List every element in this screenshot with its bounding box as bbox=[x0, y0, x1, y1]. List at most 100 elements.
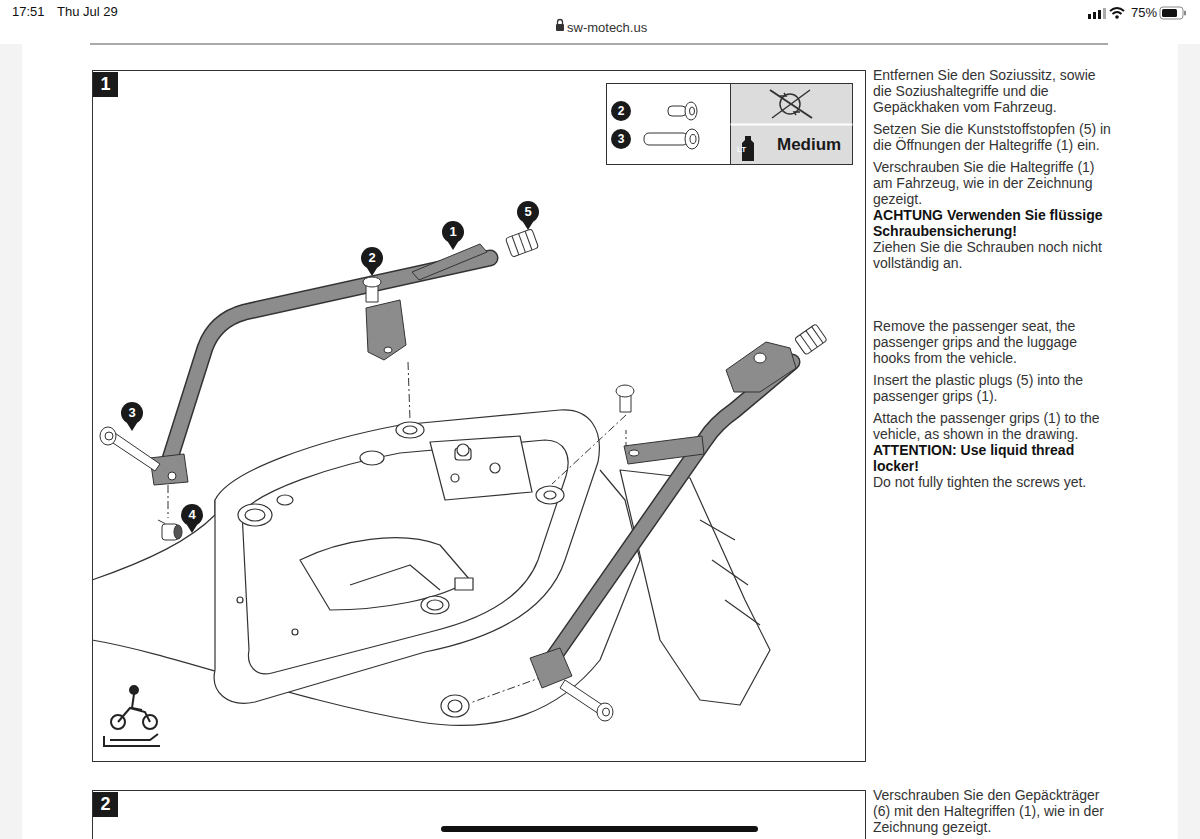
drawing-path bbox=[168, 258, 490, 465]
installation-icon bbox=[104, 686, 160, 746]
step2-instructions: Verschrauben Sie den Gepäckträger (6) mi… bbox=[873, 787, 1113, 835]
drawing-path bbox=[118, 708, 150, 722]
drawing-rect bbox=[93, 71, 866, 762]
drawing-path bbox=[168, 258, 490, 465]
drawing-path bbox=[110, 734, 158, 740]
instruction-text: Attach the passenger grips (1) to the ve… bbox=[873, 410, 1113, 442]
drawing-line bbox=[519, 234, 526, 253]
thread-locker-strength: Medium bbox=[777, 135, 841, 155]
drawing-rect bbox=[0, 44, 22, 839]
screw-legend-box: 23LTMedium bbox=[606, 83, 853, 165]
callout-number: 1 bbox=[442, 221, 464, 243]
drawing-ellipse bbox=[629, 450, 639, 456]
status-icons bbox=[556, 7, 1186, 31]
drawing-ellipse bbox=[685, 129, 699, 149]
drawing-ellipse bbox=[384, 347, 392, 353]
left-passenger-grip bbox=[100, 229, 539, 540]
drawing-polygon bbox=[624, 436, 704, 464]
drawing-rect bbox=[731, 84, 853, 164]
drawing-path bbox=[214, 410, 599, 703]
drawing-rect bbox=[505, 229, 538, 257]
instruction-text: Insert the plastic plugs (5) into the pa… bbox=[873, 372, 1113, 404]
instruction-text: Verschrauben Sie die Haltegriffe (1) am … bbox=[873, 159, 1113, 207]
drawing-line bbox=[408, 362, 410, 420]
callout-number: 5 bbox=[517, 201, 539, 223]
thread-locker-label: LT bbox=[737, 145, 746, 154]
drawing-rect bbox=[1093, 12, 1096, 19]
drawing-rect bbox=[1162, 9, 1177, 17]
drawing-line bbox=[552, 415, 626, 484]
drawing-rect bbox=[1088, 14, 1091, 19]
status-date: Thu Jul 29 bbox=[57, 4, 118, 20]
status-time: 17:51 bbox=[12, 4, 45, 20]
drawing-ellipse bbox=[536, 486, 564, 504]
drawing-ellipse bbox=[238, 504, 272, 526]
drawing-ellipse bbox=[544, 491, 556, 499]
drawing-polygon bbox=[187, 525, 197, 533]
drawing-rect bbox=[607, 84, 853, 165]
home-indicator bbox=[441, 826, 758, 832]
drawing-rect bbox=[556, 24, 564, 31]
drawing-line bbox=[470, 676, 545, 703]
drawing-polygon bbox=[366, 300, 406, 360]
german-instructions: Entfernen Sie den Soziussitz, sowie die … bbox=[873, 67, 1113, 271]
drawing-path bbox=[430, 436, 532, 500]
drawing-circle bbox=[130, 686, 138, 694]
drawing-circle bbox=[451, 474, 459, 482]
drawing-ellipse bbox=[421, 596, 449, 614]
drawing-path bbox=[132, 694, 142, 710]
drawing-polygon bbox=[448, 242, 458, 250]
drawing-ellipse bbox=[690, 135, 696, 144]
right-passenger-grip bbox=[530, 324, 827, 721]
drawing-circle bbox=[490, 463, 500, 473]
drawing-polygon bbox=[412, 244, 487, 280]
drawing-line bbox=[812, 327, 823, 343]
drawing-ellipse bbox=[448, 700, 462, 712]
drawing-ellipse bbox=[245, 509, 265, 521]
drawing-path bbox=[620, 470, 770, 705]
drawing-line bbox=[168, 485, 169, 518]
drawing-rect bbox=[644, 133, 688, 145]
instruction-text: ACHTUNG Verwenden Sie flüssige Schrauben… bbox=[873, 207, 1113, 239]
drawing-ellipse bbox=[603, 708, 610, 716]
drawing-ellipse bbox=[168, 472, 176, 480]
instruction-text: ATTENTION: Use liquid thread locker! bbox=[873, 442, 1113, 474]
drawing-rect bbox=[1160, 7, 1183, 19]
callout-number: 3 bbox=[121, 402, 143, 424]
drawing-g bbox=[505, 229, 538, 257]
drawing-ellipse bbox=[105, 432, 113, 440]
drawing-line bbox=[731, 124, 853, 126]
drawing-ellipse bbox=[363, 277, 381, 287]
legend-art bbox=[607, 84, 853, 165]
drawing-rect bbox=[1184, 11, 1186, 16]
drawing-ellipse bbox=[685, 102, 697, 120]
drawing-path bbox=[700, 520, 760, 625]
drawing-path bbox=[558, 20, 563, 25]
drawing-ellipse bbox=[277, 495, 293, 505]
motorcycle-rear bbox=[92, 410, 770, 726]
drawing-ellipse bbox=[616, 385, 634, 397]
drawing-path bbox=[548, 362, 792, 665]
drawing-ellipse bbox=[690, 107, 695, 115]
drawing-ellipse bbox=[597, 703, 613, 721]
drawing-circle bbox=[237, 597, 243, 603]
drawing-ellipse bbox=[174, 525, 182, 539]
english-instructions: Remove the passenger seat, the passenger… bbox=[873, 318, 1113, 490]
drawing-line bbox=[512, 236, 519, 255]
assembly-lines bbox=[158, 362, 626, 703]
drawing-line bbox=[772, 90, 810, 118]
instruction-text: Remove the passenger seat, the passenger… bbox=[873, 318, 1113, 366]
drawing-ellipse bbox=[441, 695, 469, 717]
drawing-rect bbox=[1098, 10, 1101, 19]
drawing-line bbox=[525, 231, 532, 250]
step-panel: 2 bbox=[92, 790, 866, 839]
step-number: 1 bbox=[93, 72, 118, 97]
drawing-circle bbox=[1115, 15, 1119, 19]
instruction-text: Ziehen Sie die Schrauben noch nicht voll… bbox=[873, 239, 1113, 271]
step-panel: 123LTMedium bbox=[92, 70, 866, 762]
callout-number: 3 bbox=[611, 129, 631, 149]
instruction-text: Do not fully tighten the screws yet. bbox=[873, 474, 1113, 490]
drawing-rect bbox=[668, 106, 686, 116]
step-number: 2 bbox=[93, 792, 118, 817]
